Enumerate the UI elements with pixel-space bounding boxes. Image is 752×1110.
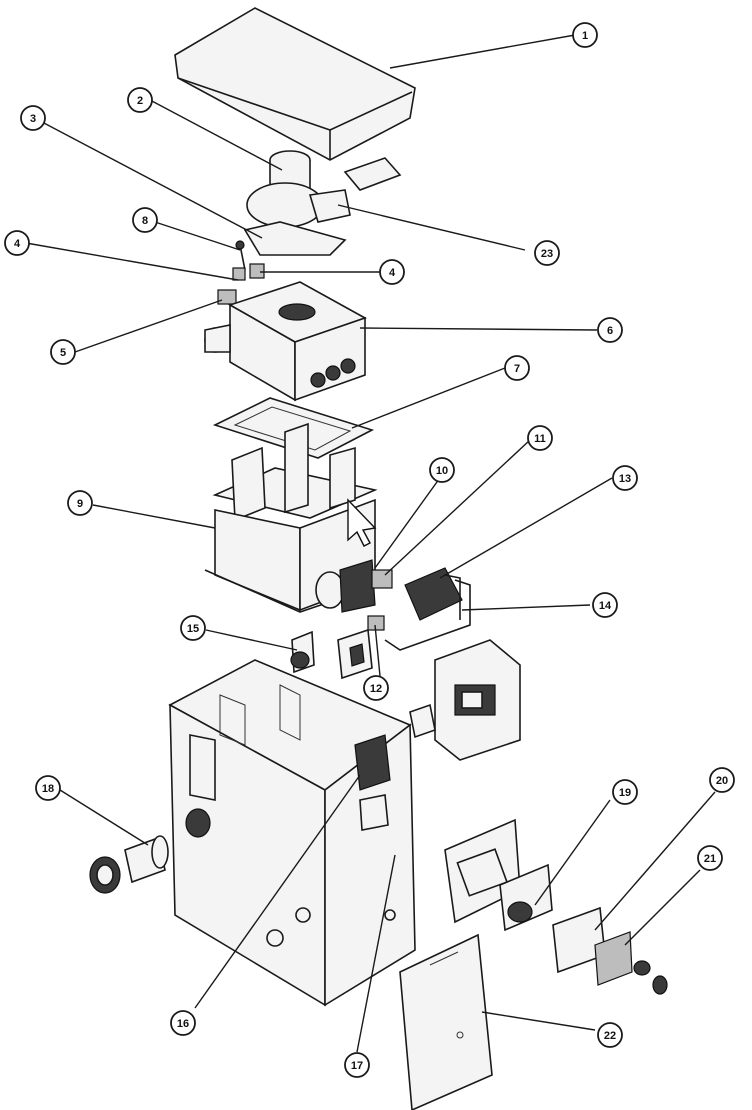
callout-6: 6 [597,317,623,343]
part-blower-assembly [243,150,402,256]
callout-13: 13 [612,465,638,491]
svg-text:9: 9 [77,498,83,510]
leader-lines [25,34,716,1053]
svg-text:8: 8 [142,215,148,227]
callout-21: 21 [697,845,723,871]
svg-text:6: 6 [607,325,613,337]
callout-14: 14 [592,592,618,618]
svg-text:16: 16 [177,1018,189,1030]
callout-12: 12 [363,675,389,701]
svg-text:19: 19 [619,787,631,799]
svg-text:2: 2 [137,95,143,107]
callout-20: 20 [709,767,735,793]
callout-8: 8 [132,207,158,233]
svg-text:1: 1 [582,30,588,42]
svg-text:21: 21 [704,853,716,865]
callout-4-right: 4 [379,259,405,285]
svg-text:7: 7 [514,363,520,375]
part-fittings [217,240,265,305]
svg-text:20: 20 [716,775,728,787]
callout-22: 22 [597,1022,623,1048]
part-cabinet [168,659,416,1007]
svg-text:23: 23 [541,248,553,260]
svg-text:3: 3 [30,113,36,125]
cursor-arrow-icon [347,498,377,547]
svg-text:11: 11 [534,433,546,445]
callout-9: 9 [67,490,93,516]
callout-11: 11 [527,425,553,451]
part-control-panel [444,818,668,995]
part-vent-fitting [89,835,169,894]
svg-text:5: 5 [60,347,66,359]
callout-1: 1 [572,22,598,48]
part-combustion-box [204,281,367,402]
svg-text:14: 14 [599,600,612,612]
svg-text:13: 13 [619,473,631,485]
callout-19: 19 [612,779,638,805]
callout-10: 10 [429,457,455,483]
callout-2: 2 [127,87,153,113]
callout-5: 5 [50,339,76,365]
svg-text:4: 4 [389,267,396,279]
svg-text:12: 12 [370,683,382,695]
callout-3: 3 [20,105,46,131]
svg-text:17: 17 [351,1060,363,1072]
callout-18: 18 [35,775,61,801]
svg-text:18: 18 [42,783,54,795]
callout-16: 16 [170,1010,196,1036]
svg-text:10: 10 [436,465,448,477]
part-top-cover [174,7,416,161]
part-valve-manifold [315,559,471,651]
callout-7: 7 [504,355,530,381]
svg-text:15: 15 [187,623,199,635]
callout-4-left: 4 [4,230,30,256]
callout-17: 17 [344,1052,370,1078]
svg-text:22: 22 [604,1030,616,1042]
callout-15: 15 [180,615,206,641]
part-brackets [290,615,385,680]
part-control-box [409,639,521,761]
part-front-door [399,933,493,1110]
callout-23: 23 [534,240,560,266]
svg-text:4: 4 [14,238,21,250]
